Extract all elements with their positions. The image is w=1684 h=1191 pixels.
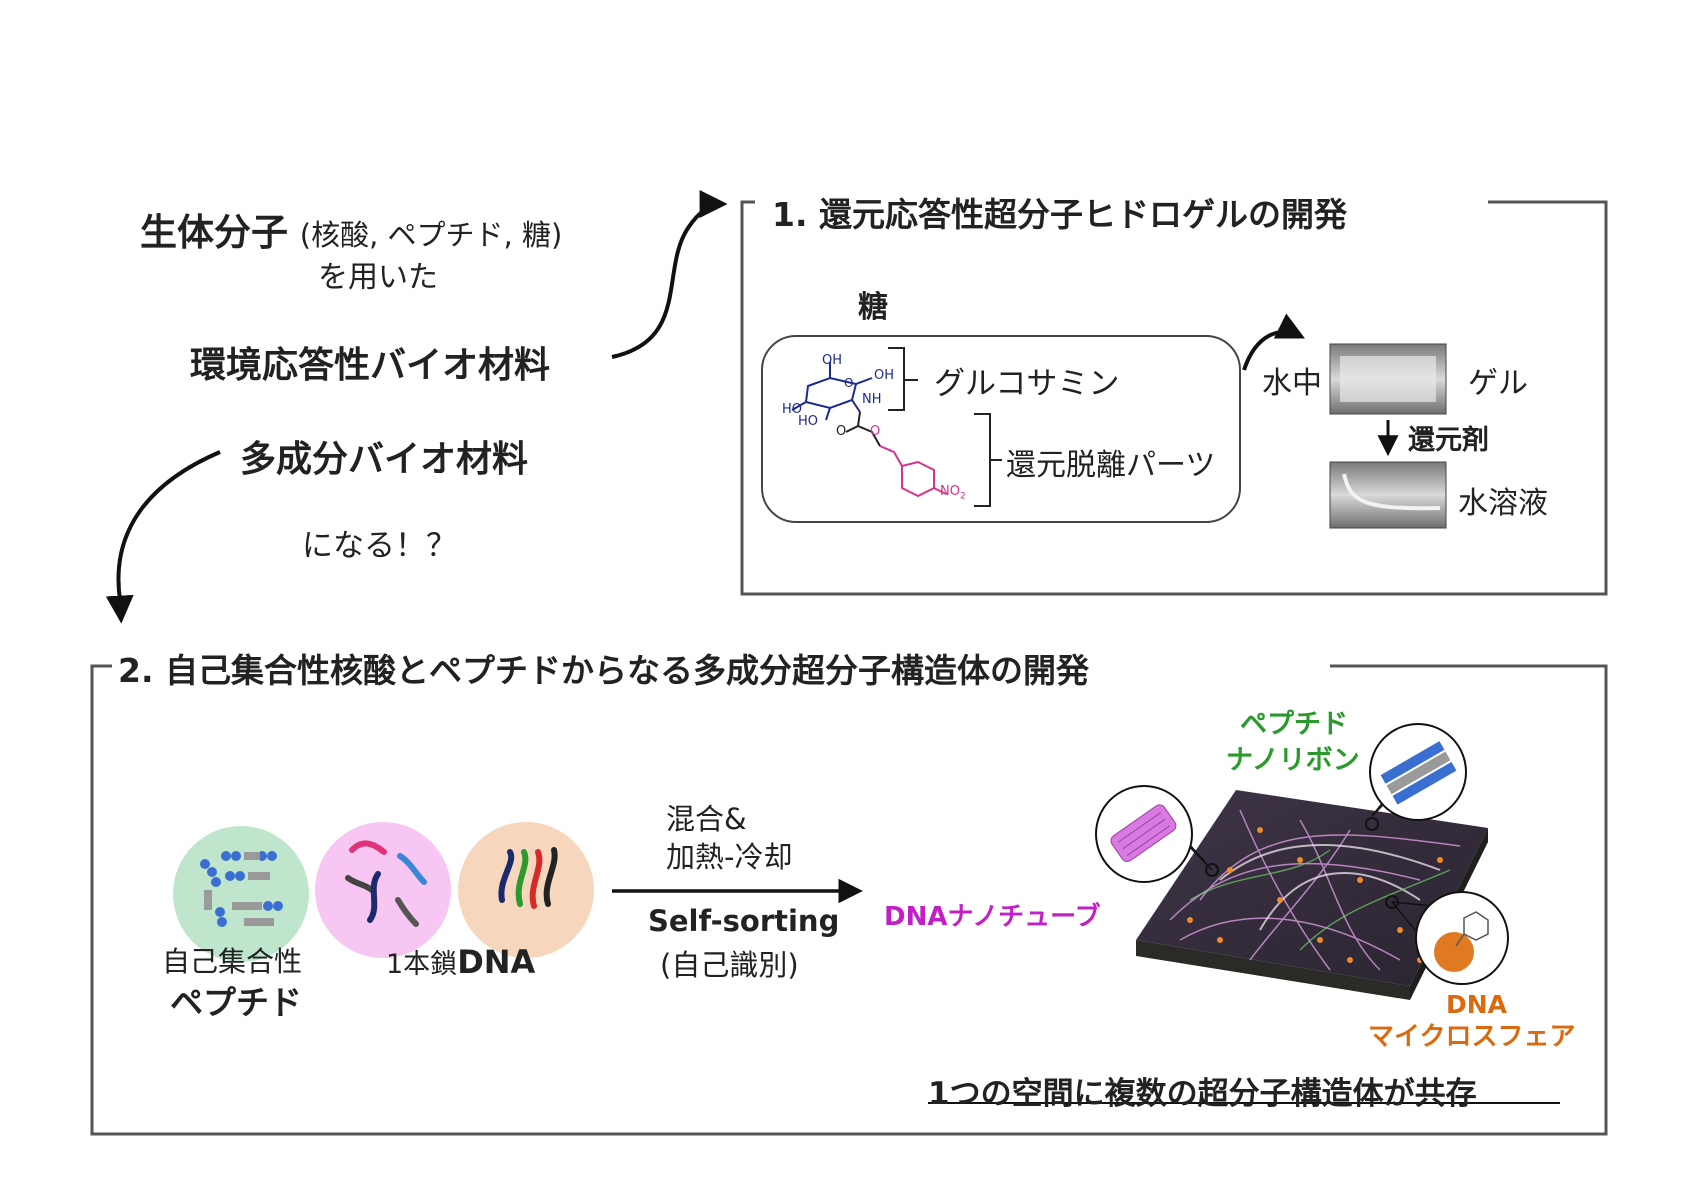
solution-label: 水溶液 bbox=[1458, 486, 1548, 521]
release-part-structure bbox=[845, 411, 947, 498]
dna-label: 1本鎖DNA bbox=[386, 942, 535, 981]
intro-multicomponent-material: 多成分バイオ材料 bbox=[240, 439, 529, 480]
mol-o-carbonyl: O bbox=[836, 424, 847, 439]
intro-biomolecule-list: (核酸, ペプチド, 糖) bbox=[299, 218, 563, 252]
in-water-label: 水中 bbox=[1262, 366, 1322, 401]
dna-label-single-strand: 1本鎖 bbox=[386, 949, 458, 980]
glucosamine-label: グルコサミン bbox=[934, 366, 1120, 402]
nanotube-callout bbox=[1095, 785, 1219, 883]
sphere-label-2: マイクロスフェア bbox=[1368, 1022, 1576, 1052]
release-bracket bbox=[974, 413, 1002, 507]
conclusion-text: 1つの空間に複数の超分子構造体が共存 bbox=[928, 1076, 1477, 1112]
dna-label-dna: DNA bbox=[457, 943, 536, 981]
gel-label: ゲル bbox=[1468, 366, 1528, 401]
section2-frame bbox=[90, 664, 1608, 1136]
peptide-circle bbox=[173, 826, 309, 962]
mol-ho-1: HO bbox=[782, 402, 803, 417]
intro-responsive-material: 環境応答性バイオ材料 bbox=[190, 345, 551, 386]
section2-title: 2. 自己集合性核酸とペプチドからなる多成分超分子構造体の開発 bbox=[116, 644, 1101, 692]
glucosamine-bracket bbox=[888, 347, 918, 411]
mol-no2-sub: 2 bbox=[959, 491, 966, 502]
sphere-label-1: DNA bbox=[1446, 990, 1508, 1019]
intro-line2: を用いた bbox=[318, 260, 438, 295]
mol-no2: NO2 bbox=[940, 484, 966, 502]
intro-biomolecule: 生体分子 bbox=[140, 211, 288, 254]
arrow-to-section1 bbox=[611, 190, 728, 359]
mol-nh: NH bbox=[862, 392, 882, 407]
mix-label-1: 混合& bbox=[666, 802, 747, 836]
ribbon-label-1: ペプチド bbox=[1240, 709, 1348, 740]
mol-o-ester: O bbox=[870, 424, 881, 439]
section1-frame bbox=[740, 200, 1608, 596]
peptide-label-line2: ペプチド bbox=[170, 983, 302, 1022]
intro-line1: 生体分子 (核酸, ペプチド, 糖) bbox=[140, 202, 562, 256]
microsphere-callout bbox=[1385, 891, 1509, 985]
reducing-agent-label: 還元剤 bbox=[1408, 425, 1489, 456]
arrow-to-section2 bbox=[105, 450, 221, 624]
ribbon-label-2: ナノリボン bbox=[1226, 745, 1360, 776]
release-part-label: 還元脱離パーツ bbox=[1006, 448, 1216, 483]
dna-circle-pink bbox=[315, 822, 451, 958]
peptide-label-line1: 自己集合性 bbox=[162, 945, 303, 978]
dna-circle-peach bbox=[458, 822, 594, 958]
sugar-label: 糖 bbox=[858, 290, 888, 325]
self-sorting-label: Self-sorting bbox=[648, 904, 840, 938]
section1-title: 1. 還元応答性超分子ヒドロゲルの開発 bbox=[770, 188, 1357, 236]
mix-label-2: 加熱-冷却 bbox=[666, 840, 793, 874]
mol-o-ring: O bbox=[844, 376, 854, 390]
self-sorting-jp-label: (自己識別) bbox=[660, 948, 799, 982]
mol-oh-top: OH bbox=[822, 353, 843, 368]
solution-vial-photo bbox=[1329, 461, 1447, 529]
arrow-to-gel bbox=[1242, 313, 1306, 371]
mol-ho-2: HO bbox=[798, 414, 819, 429]
mol-no2-text: NO bbox=[940, 484, 960, 499]
gel-vial-photo bbox=[1329, 343, 1447, 415]
molecule-box bbox=[761, 335, 1241, 523]
nanoribbon-callout bbox=[1365, 723, 1467, 831]
intro-question: になる！？ bbox=[302, 528, 457, 564]
mol-oh-right: OH bbox=[874, 368, 895, 383]
glucosamine-structure bbox=[791, 362, 873, 421]
nanotube-label: DNAナノチューブ bbox=[884, 902, 1101, 932]
